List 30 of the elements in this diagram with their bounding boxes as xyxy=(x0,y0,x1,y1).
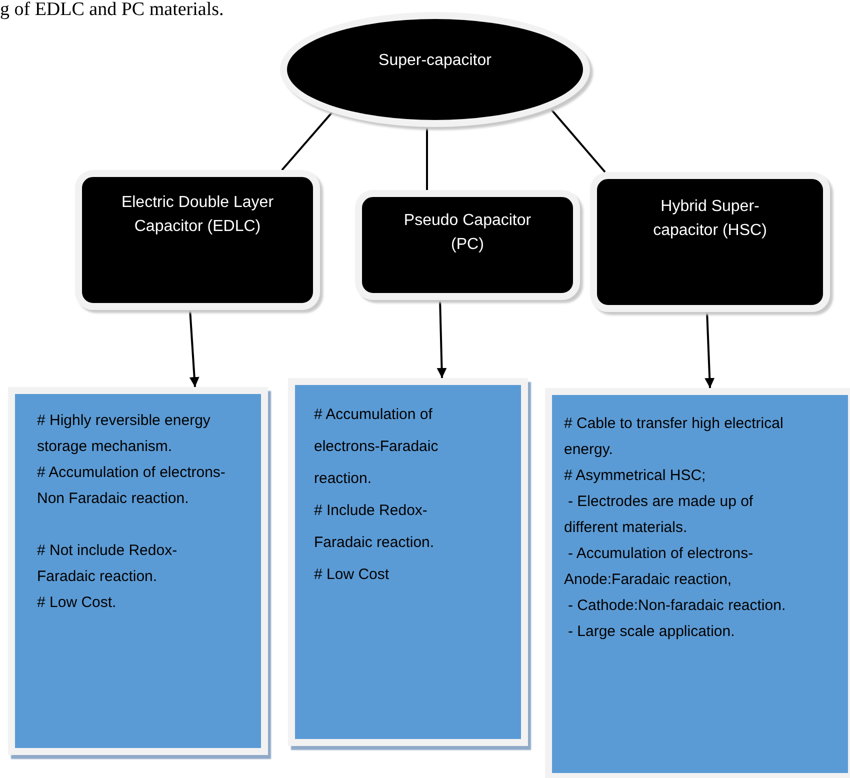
description-box xyxy=(545,388,850,778)
connector-line xyxy=(281,112,333,171)
description-box xyxy=(288,378,528,746)
connector-line xyxy=(426,126,428,190)
description-text: # Low Cost xyxy=(314,565,390,585)
node-title: Hybrid Super-capacitor (HSC) xyxy=(652,197,768,241)
description-text: # Accumulation of electrons- Non Faradaic reaction. xyxy=(37,463,226,509)
description-text: - Accumulation of electrons-Anode:Faradaic reaction, xyxy=(564,544,754,590)
description-text: # Accumulation of electrons-Faradaic reaction. xyxy=(314,405,440,489)
arrow xyxy=(704,312,715,388)
arrow xyxy=(436,300,447,378)
description-text: - Electrodes are made up of different materials. xyxy=(564,492,754,538)
description-text: # Not include Redox-Faradaic reaction. xyxy=(37,541,178,587)
node-title: Electric Double Layer Capacitor (EDLC) xyxy=(120,193,275,237)
connector-line xyxy=(549,107,606,173)
arrow xyxy=(189,310,200,388)
caption-text: g of EDLC and PC materials. xyxy=(0,0,224,20)
description-text: # Low Cost. xyxy=(37,593,118,613)
node-title: Super-capacitor xyxy=(378,51,492,71)
description-text: - Large scale application. xyxy=(567,622,736,642)
description-text: # Cable to transfer high electrical energy. xyxy=(564,414,784,460)
node-title: Pseudo Capacitor (PC) xyxy=(402,211,532,255)
description-text: # Asymmetrical HSC; xyxy=(564,466,707,486)
category-box xyxy=(75,170,320,310)
description-box xyxy=(8,387,268,755)
category-box xyxy=(590,172,830,312)
description-text: - Cathode:Non-faradaic reaction. xyxy=(567,596,787,616)
description-text: # Include Redox-Faradaic reaction. xyxy=(314,501,436,553)
description-text: # Highly reversible energy storage mechanism. xyxy=(37,411,212,457)
category-box xyxy=(355,190,580,300)
